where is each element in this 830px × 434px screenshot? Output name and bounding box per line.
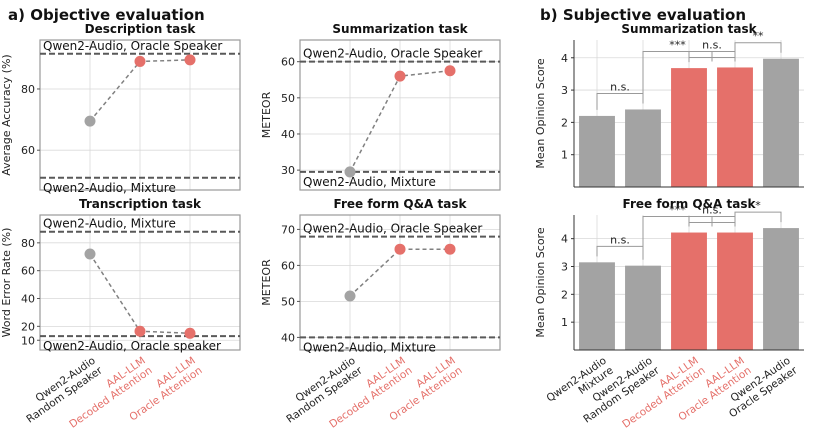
description-ytick-label: 60 <box>21 144 35 157</box>
ff_mos-ytick-label: 1 <box>561 316 568 329</box>
section-b-title: b) Subjective evaluation <box>540 6 746 24</box>
transcription-point <box>84 248 96 260</box>
freeform_obj-point <box>444 243 456 255</box>
summarization-ytick-label: 60 <box>281 56 295 69</box>
summ_mos-sig-label: n.s. <box>702 38 722 51</box>
transcription-title: Transcription task <box>79 197 202 211</box>
description-point <box>184 54 196 66</box>
summarization-chart: Summarization taskMETEOR30405060Qwen2-Au… <box>260 22 501 191</box>
freeform_obj-connector <box>349 248 450 297</box>
transcription-point <box>184 327 196 339</box>
summ_mos-ytick-label: 3 <box>561 84 568 97</box>
ff_mos-sig-bracket <box>734 211 782 227</box>
ff_mos-bar <box>579 262 615 350</box>
transcription-ytick-label: 40 <box>21 293 35 306</box>
ff_mos-bar <box>625 265 661 350</box>
transcription-ytick-label: 60 <box>21 265 35 278</box>
ff_mos-ytick-label: 2 <box>561 288 568 301</box>
description-ytick-label: 80 <box>21 83 35 96</box>
summ_mos-bar <box>671 68 707 187</box>
summarization-point <box>444 65 456 77</box>
transcription-ylabel: Word Error Rate (%) <box>0 228 13 338</box>
ff_mos-sig-label: n.s. <box>702 204 722 217</box>
freeform_obj-ytick-label: 40 <box>281 331 295 344</box>
freeform_obj-ylabel: METEOR <box>260 259 273 306</box>
summarization-ytick-label: 50 <box>281 92 295 105</box>
summ_mos-sig-bracket <box>596 92 644 110</box>
ff_mos-bar <box>717 232 753 350</box>
summ_mos-bar <box>625 109 661 187</box>
summarization-ytick-label: 40 <box>281 128 295 141</box>
summ_mos-sig-label: ** <box>753 30 765 43</box>
summarization-refline-label: Qwen2-Audio, Mixture <box>303 175 436 189</box>
summ_mos-ytick-label: 2 <box>561 116 568 129</box>
summ_mos-sig-label: n.s. <box>610 80 630 93</box>
freeform_obj-point <box>344 290 356 302</box>
ff_mos-ylabel: Mean Opinion Score <box>534 227 547 337</box>
transcription-ytick-label: 80 <box>21 237 35 250</box>
ff_mos-bar <box>671 232 707 350</box>
transcription-ytick-label: 10 <box>21 334 35 347</box>
ff_mos-sig-bracket <box>642 216 713 260</box>
summ_mos-bar <box>717 67 753 187</box>
ff_mos-sig-label: n.s. <box>610 233 630 246</box>
description-refline-label: Qwen2-Audio, Mixture <box>43 181 176 195</box>
summ_mos-sig-bracket <box>734 42 782 62</box>
ff_mos-sig-label: *** <box>669 204 686 217</box>
ff_mos-title: Free form Q&A task <box>623 197 757 211</box>
description-title: Description task <box>85 22 197 36</box>
transcription-point <box>134 325 146 337</box>
summarization-refline-label: Qwen2-Audio, Oracle Speaker <box>303 47 482 61</box>
description-point <box>84 115 96 127</box>
summ_mos-ytick-label: 1 <box>561 149 568 162</box>
ff_mos-ytick-label: 3 <box>561 260 568 273</box>
description-point <box>134 55 146 67</box>
summ_mos-sig-label: *** <box>669 38 686 51</box>
summarization-ylabel: METEOR <box>260 91 273 138</box>
summarization-point <box>344 166 356 178</box>
section-a-title: a) Objective evaluation <box>8 6 205 24</box>
ff_mos-sig-label: * <box>755 199 761 212</box>
summarization-title: Summarization task <box>332 22 468 36</box>
summ_mos-title: Summarization task <box>621 22 757 36</box>
freeform_obj-ytick-label: 50 <box>281 295 295 308</box>
freeform_obj-ytick-label: 60 <box>281 259 295 272</box>
description-ylabel: Average Accuracy (%) <box>0 54 13 175</box>
ff_mos-bar <box>763 228 799 350</box>
ff_mos-sig-bracket <box>596 245 644 260</box>
freeform_obj-refline-label: Qwen2-Audio, Oracle Speaker <box>303 222 482 236</box>
transcription-ytick-label: 20 <box>21 320 35 333</box>
freeform_obj-frame <box>299 214 501 351</box>
summ_mos-bar <box>763 58 799 187</box>
summ_mos-sig-bracket <box>642 50 713 104</box>
description-refline-label: Qwen2-Audio, Oracle Speaker <box>43 39 222 53</box>
freeform_obj-title: Free form Q&A task <box>334 197 468 211</box>
description-frame <box>39 39 241 191</box>
freeform_obj-point <box>394 243 406 255</box>
summ_mos-ylabel: Mean Opinion Score <box>534 58 547 168</box>
summarization-ytick-label: 30 <box>281 164 295 177</box>
summarization-point <box>394 70 406 82</box>
transcription-refline-label: Qwen2-Audio, Oracle speaker <box>43 339 221 353</box>
freeform_obj-refline-label: Qwen2-Audio, Mixture <box>303 340 436 354</box>
summ_mos-ytick-label: 4 <box>561 52 568 65</box>
transcription-refline-label: Qwen2-Audio, Mixture <box>43 217 176 231</box>
freeform_obj-ytick-label: 70 <box>281 223 295 236</box>
transcription-frame <box>39 214 241 351</box>
summ_mos-bar <box>579 115 615 187</box>
summarization-frame <box>299 39 501 191</box>
ff_mos-ytick-label: 4 <box>561 233 568 246</box>
